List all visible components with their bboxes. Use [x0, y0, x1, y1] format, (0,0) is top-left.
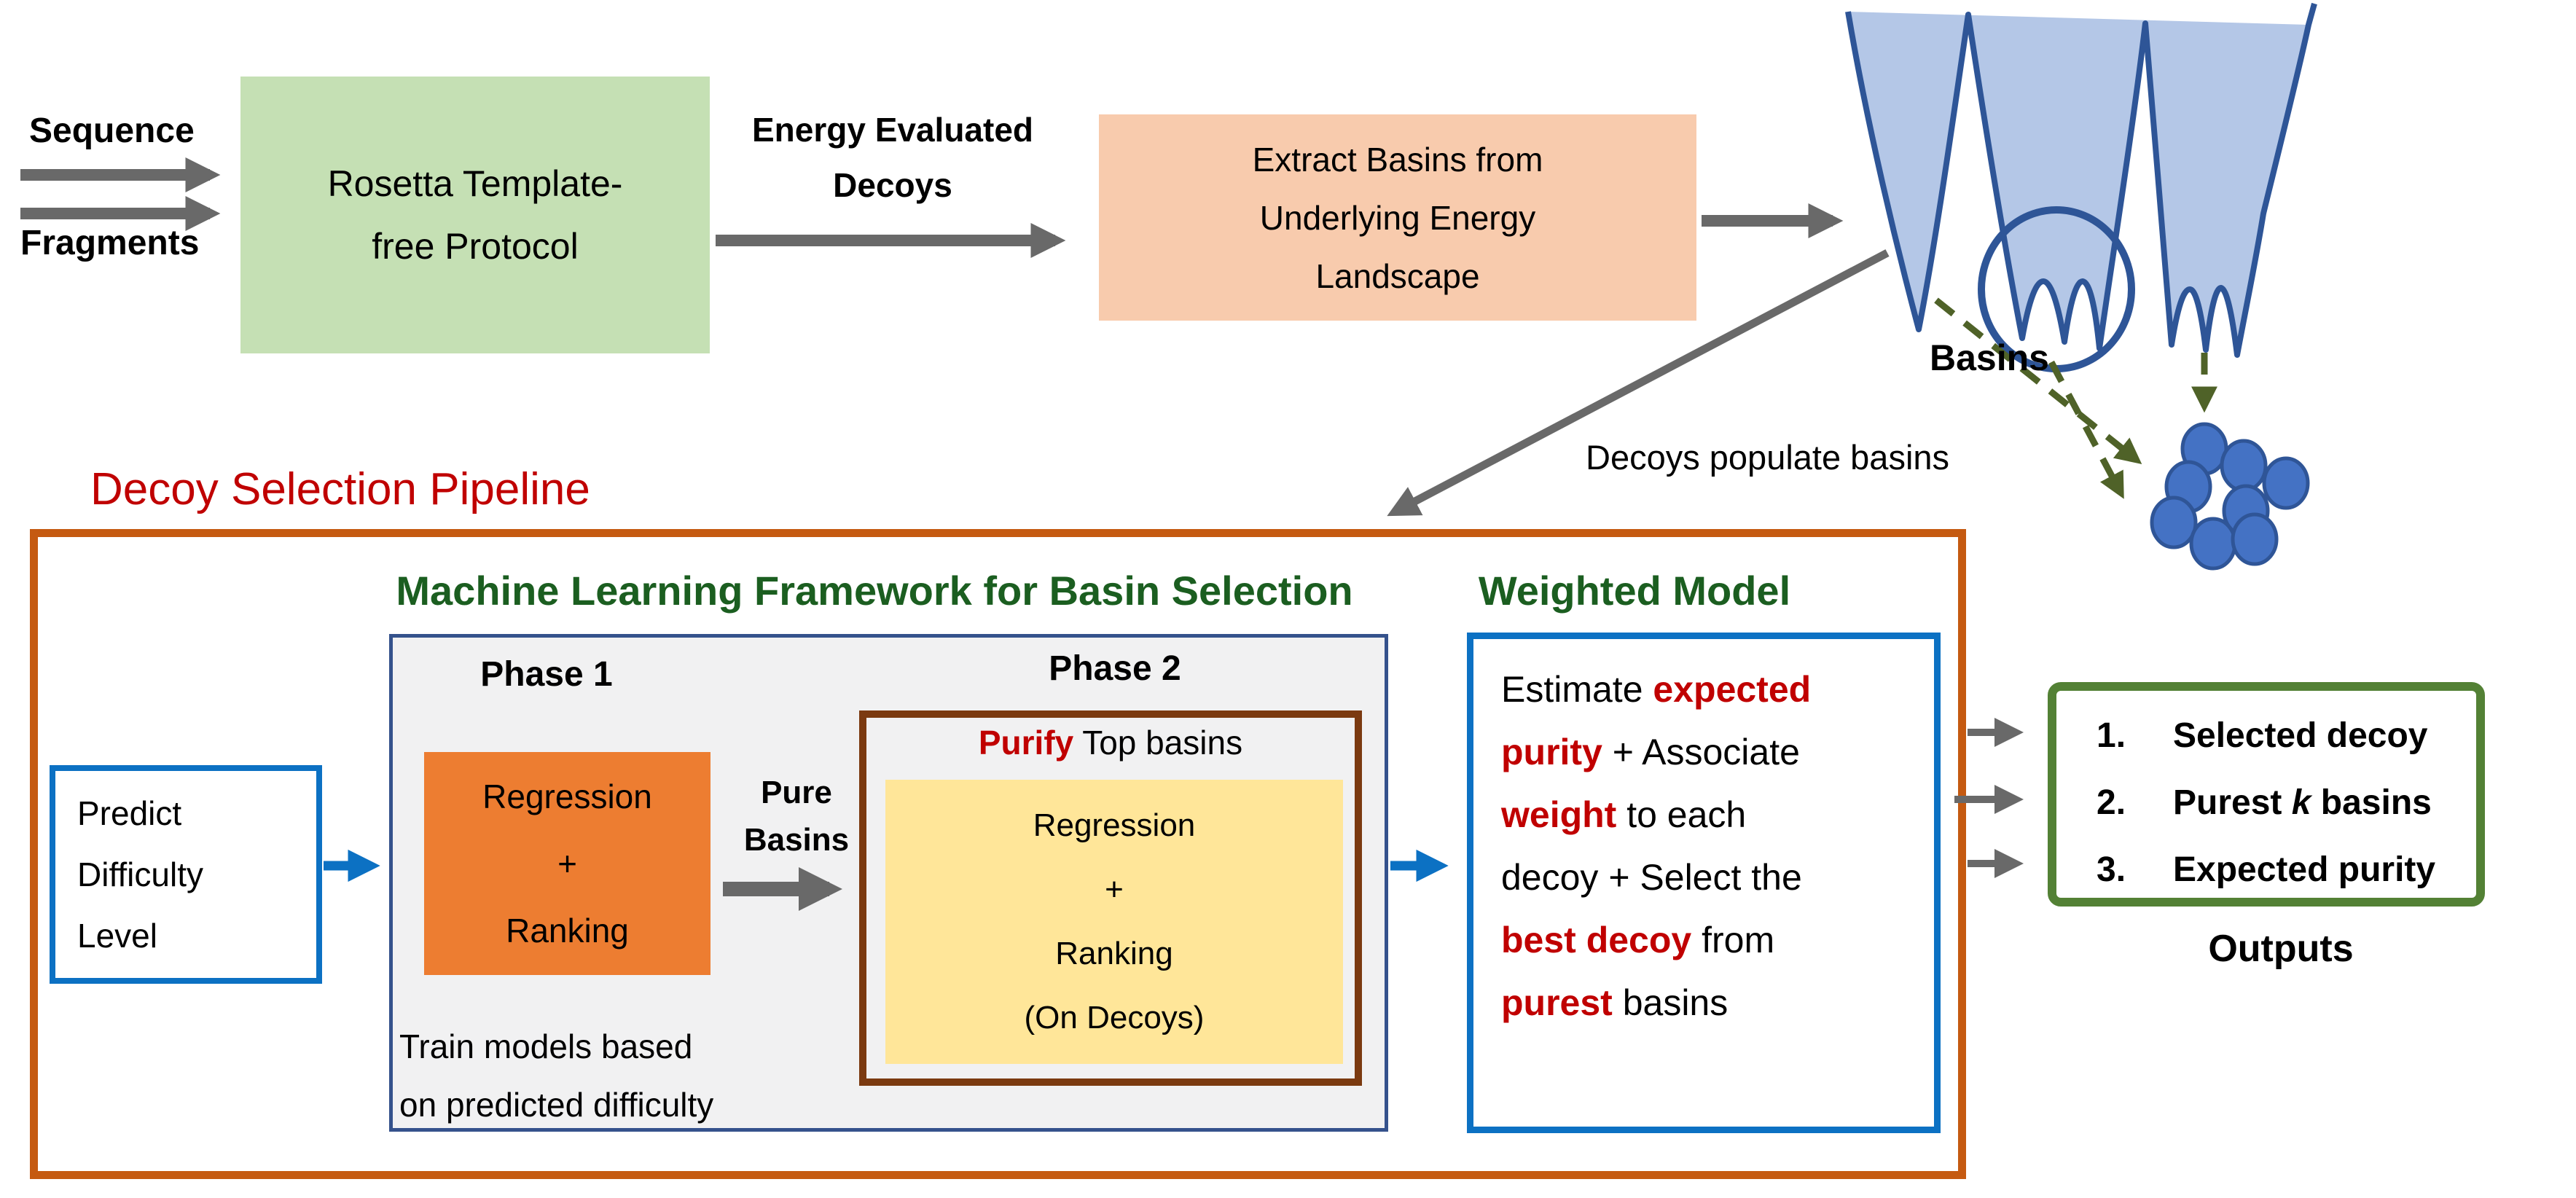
weighted-l6b: basins [1612, 982, 1729, 1023]
output-1-text: Selected decoy [2173, 716, 2428, 755]
weighted-l1b: expected [1653, 669, 1812, 710]
outputs-label: Outputs [2208, 928, 2354, 970]
output-2-text-b: basins [2311, 783, 2432, 822]
output-1-number: 1. [2097, 716, 2126, 755]
train-models-note: Train models based on predicted difficul… [399, 1017, 837, 1134]
fragments-label: Fragments [20, 224, 200, 262]
weighted-model-line4: decoy + Select the [1501, 846, 1927, 909]
decoy-dot [2180, 422, 2228, 476]
phase1-regression-line2: + [557, 845, 577, 882]
extract-basins-line1: Extract Basins from [1252, 140, 1543, 179]
rosetta-protocol-line1: Rosetta Template- [327, 163, 623, 204]
outputs-box: 1. Selected decoy 2. Purest k basins 3. … [2048, 682, 2485, 907]
weighted-l2a: purity [1501, 732, 1602, 772]
phase2-label: Phase 2 [1049, 649, 1181, 688]
ml-framework-title: Machine Learning Framework for Basin Sel… [396, 568, 1353, 614]
weighted-model-line1: Estimate expected [1501, 658, 1927, 721]
energy-evaluated-decoys-label: Energy Evaluated Decoys [710, 102, 1075, 213]
phase1-regression-line1: Regression [482, 778, 652, 815]
weighted-model-box: Estimate expected purity + Associate wei… [1467, 633, 1941, 1133]
basin-to-decoys-dashed-arrow-1 [1934, 297, 2142, 464]
basins-label: Basins [1930, 337, 2049, 378]
weighted-l3b: to each [1616, 794, 1747, 835]
decoy-dot [2189, 517, 2237, 571]
decoys-populate-basins-label: Decoys populate basins [1586, 438, 1950, 477]
decoy-dot [2150, 496, 2198, 549]
decoy-dot [2222, 484, 2270, 538]
weighted-model-line3: weight to each [1501, 783, 1927, 846]
extract-basins-box: Extract Basins from Underlying Energy La… [1099, 114, 1696, 321]
decoy-dot [2231, 512, 2279, 566]
extract-basins-line3: Landscape [1315, 257, 1480, 295]
output-2-text: Purest k basins [2173, 770, 2432, 837]
output-3-number: 3. [2097, 850, 2126, 889]
phase2-regression-line4: (On Decoys) [1024, 1000, 1205, 1035]
phase2-regression-line2: + [1105, 872, 1124, 907]
weighted-l2b: + Associate [1602, 732, 1800, 772]
train-models-line2: on predicted difficulty [399, 1086, 714, 1124]
pure-basins-label: Pure Basins [724, 769, 869, 864]
decoy-dot [2164, 460, 2212, 514]
weighted-l3a: weight [1501, 794, 1617, 835]
decoy-dots-cluster [2150, 422, 2310, 571]
phase1-regression-line3: Ranking [506, 912, 629, 950]
output-2-text-a: Purest [2173, 783, 2292, 822]
weighted-l4: decoy + Select the [1501, 857, 1802, 898]
phase2-regression-line1: Regression [1033, 807, 1196, 843]
rosetta-protocol-line2: free Protocol [372, 226, 579, 267]
phase2-purify-box [859, 710, 1362, 1086]
predict-difficulty-box: Predict Difficulty Level [50, 765, 322, 984]
weighted-model-line2: purity + Associate [1501, 721, 1927, 783]
phase2-regression-line3: Ranking [1055, 936, 1173, 971]
purify-word: Purify [978, 724, 1074, 762]
output-item-3: 3. Expected purity [2097, 837, 2476, 904]
pure-basins-line1: Pure [761, 775, 832, 810]
energy-evaluated-line1: Energy Evaluated [751, 111, 1034, 149]
extract-basins-line2: Underlying Energy [1259, 198, 1536, 237]
output-item-1: 1. Selected decoy [2097, 702, 2476, 770]
output-2-number: 2. [2097, 783, 2126, 822]
pure-basins-line2: Basins [743, 822, 850, 858]
predict-difficulty-line2: Difficulty [77, 856, 203, 893]
weighted-model-title: Weighted Model [1478, 568, 1791, 614]
predict-difficulty-line1: Predict [77, 794, 182, 832]
sequence-label: Sequence [29, 111, 195, 150]
energy-landscape-funnel-outline [1845, 2, 2317, 358]
phase1-regression-ranking-box: Regression + Ranking [424, 752, 710, 975]
output-item-2: 2. Purest k basins [2097, 770, 2476, 837]
output-2-k-italic: k [2291, 783, 2311, 822]
purify-rest: Top basins [1073, 724, 1243, 762]
output-3-text: Expected purity [2173, 850, 2436, 889]
weighted-l5a: best decoy [1501, 920, 1692, 960]
train-models-line1: Train models based [399, 1027, 693, 1065]
predict-difficulty-line3: Level [77, 917, 157, 955]
weighted-l6a: purest [1501, 982, 1613, 1023]
purify-top-basins-header: Purify Top basins [866, 723, 1355, 762]
decoy-dot [2262, 456, 2310, 510]
weighted-model-line5: best decoy from [1501, 909, 1927, 971]
energy-evaluated-line2: Decoys [833, 166, 952, 204]
decoy-dot [2220, 439, 2268, 493]
pipeline-title: Decoy Selection Pipeline [90, 464, 590, 514]
weighted-model-line6: purest basins [1501, 971, 1927, 1034]
weighted-l5b: from [1691, 920, 1775, 960]
phase1-label: Phase 1 [480, 655, 613, 694]
weighted-l1a: Estimate [1501, 669, 1653, 710]
energy-landscape-funnel [1848, 12, 2309, 355]
phase2-regression-ranking-box: Regression + Ranking (On Decoys) [885, 780, 1343, 1064]
rosetta-protocol-box: Rosetta Template- free Protocol [240, 77, 710, 353]
